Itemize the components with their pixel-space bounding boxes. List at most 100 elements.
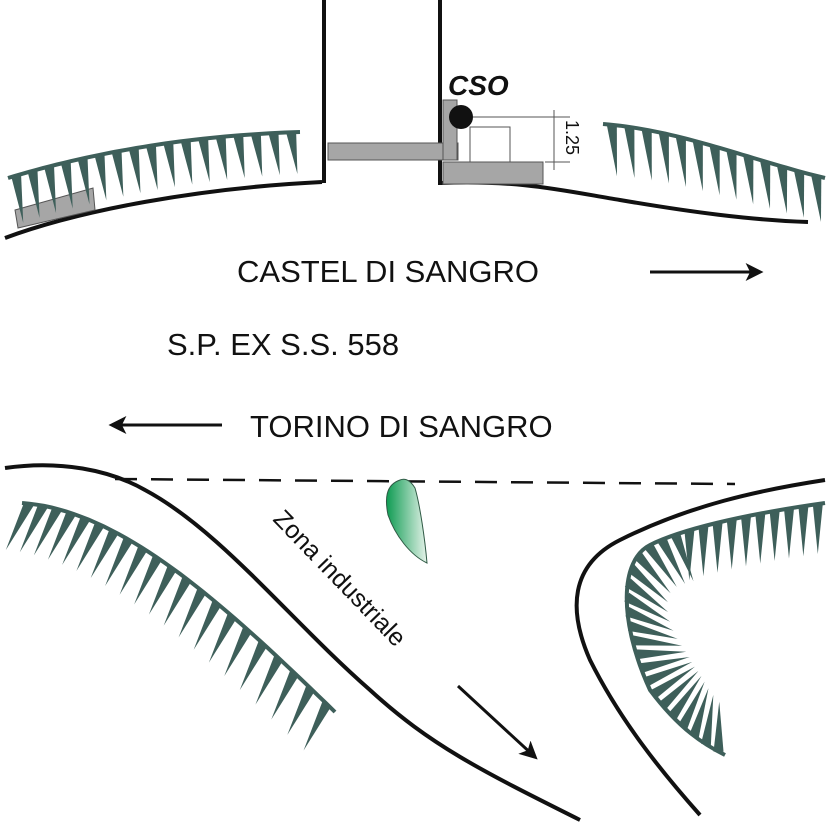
slope-hatch-tick: [90, 529, 119, 579]
slope-hatch-tick: [239, 641, 268, 691]
slope-hatch-tick: [105, 537, 133, 586]
torino-di-sangro-label: TORINO DI SANGRO: [250, 409, 553, 444]
slope-hatch-tick: [634, 552, 671, 594]
slope-hatch-tick: [689, 688, 709, 738]
dimension-label: 1.25: [562, 120, 582, 155]
slope-hatch-tick: [94, 154, 107, 201]
slope-crest-line: [624, 501, 826, 757]
slope-hatch-tick: [180, 140, 193, 185]
slope-hatch-tick: [62, 516, 90, 565]
slope-hatch-tick: [286, 131, 298, 175]
slope-crest-line: [7, 130, 301, 180]
slope-hatch-tick: [255, 655, 284, 705]
slope-hatch-tick: [794, 170, 805, 218]
slope-hatch-tick: [668, 675, 702, 720]
slope-hatch-tick: [658, 132, 669, 184]
slope-hatch-tick: [76, 522, 105, 571]
slope-hatch-tick: [755, 513, 766, 564]
slope-hatch-tick: [743, 155, 754, 205]
road-name-label: S.P. EX S.S. 558: [167, 327, 399, 362]
slope-hatch-tick: [287, 686, 316, 735]
zona-industriale-label: Zona industriale: [268, 505, 412, 652]
slope-hatch-tick: [650, 666, 695, 699]
slope-hatch-tick: [208, 613, 237, 663]
slope-hatch-tick: [657, 537, 686, 584]
slope-hatch-tick: [777, 166, 788, 214]
slope-hatch-tick: [726, 519, 737, 570]
slope-hatch-tick: [268, 132, 280, 176]
slope-hatch-bottom-left: [5, 501, 337, 751]
slope-hatch-tick: [644, 542, 677, 588]
slope-hatch-tick: [675, 136, 686, 188]
cso-structure: [327, 99, 570, 185]
slope-hatch-tick: [146, 144, 158, 191]
slope-hatch-tick: [19, 503, 48, 553]
slope-hatch-tick: [698, 526, 709, 577]
road-edge-top-left: [4, 180, 323, 240]
slope-hatch-tick: [119, 546, 148, 595]
slope-hatch-tick: [639, 656, 690, 674]
road-edge-bottom-right: [574, 478, 826, 817]
slope-hatch-tick: [740, 516, 751, 567]
slope-hatch-tick: [27, 170, 40, 218]
slope-hatch-tick: [606, 124, 618, 177]
slope-hatch-tick: [670, 532, 694, 582]
traffic-island-leaf: [386, 478, 428, 564]
castel-di-sangro-label: CASTEL DI SANGRO: [237, 254, 539, 289]
slope-hatch-tick: [44, 165, 57, 214]
slope-hatch-tick: [712, 522, 723, 573]
slope-hatch-tick: [163, 142, 175, 188]
slope-hatch-tick: [636, 649, 687, 660]
slope-hatch-tick: [659, 670, 699, 710]
slope-hatch-tick: [148, 565, 177, 615]
road-edge-bottom-left: [4, 463, 581, 822]
slope-hatch-tick: [250, 133, 263, 177]
slope-hatch-tick: [625, 607, 674, 631]
slope-hatch-tick: [215, 136, 228, 181]
slope-hatch-tick: [692, 141, 703, 191]
slope-hatch-tick: [134, 555, 162, 605]
dashed-alignment-line: [114, 477, 736, 486]
slope-hatch-tick: [624, 592, 671, 622]
slope-hatch-tick: [631, 635, 683, 646]
slope-hatch-tick: [224, 627, 252, 677]
slope-hatch-tick: [163, 576, 192, 626]
slope-hatch-tick: [624, 578, 669, 613]
slope-hatch-tick: [726, 150, 737, 200]
slope-hatch-tick: [77, 157, 90, 205]
slope-hatch-tick: [709, 146, 720, 196]
cso-label: CSO: [448, 70, 509, 101]
slope-hatch-tick: [271, 670, 300, 720]
slope-hatch-tick: [5, 501, 34, 551]
slope-hatch-tick: [769, 510, 780, 561]
slope-hatch-tick: [47, 510, 76, 560]
slope-hatch-tick: [812, 504, 823, 555]
slope-hatch-tick: [628, 621, 678, 639]
arrow-down-right-icon: [456, 684, 538, 760]
slope-hatch-tick: [678, 681, 705, 729]
slope-hatch-tick: [644, 661, 693, 687]
slope-hatch-tick: [60, 161, 73, 209]
slope-hatch-tick: [178, 588, 207, 638]
slope-hatch-tick: [128, 147, 141, 194]
slope-hatch-tick: [233, 134, 245, 179]
cso-point-icon: [449, 105, 473, 129]
slope-hatch-tick: [760, 161, 771, 209]
slope-hatch-tick: [783, 508, 794, 559]
slope-hatch-tick: [713, 701, 724, 752]
slope-hatch-tick: [193, 600, 222, 650]
slope-hatch-tick: [111, 150, 124, 197]
slope-hatch-tick: [684, 530, 695, 581]
slope-hatch-tick: [641, 129, 652, 181]
slope-hatch-tick: [811, 175, 822, 222]
slope-hatch-tick: [11, 174, 24, 223]
slope-hatch-tick: [701, 694, 714, 746]
slope-hatch-tick: [303, 701, 332, 751]
slope-hatch-top-left: [7, 130, 301, 223]
slope-hatch-top-right: [602, 122, 826, 222]
slope-hatch-tick: [198, 137, 210, 183]
slope-hatch-tick: [798, 506, 809, 557]
slope-hatch-bottom-right: [624, 501, 826, 757]
slope-hatch-tick: [627, 564, 668, 603]
